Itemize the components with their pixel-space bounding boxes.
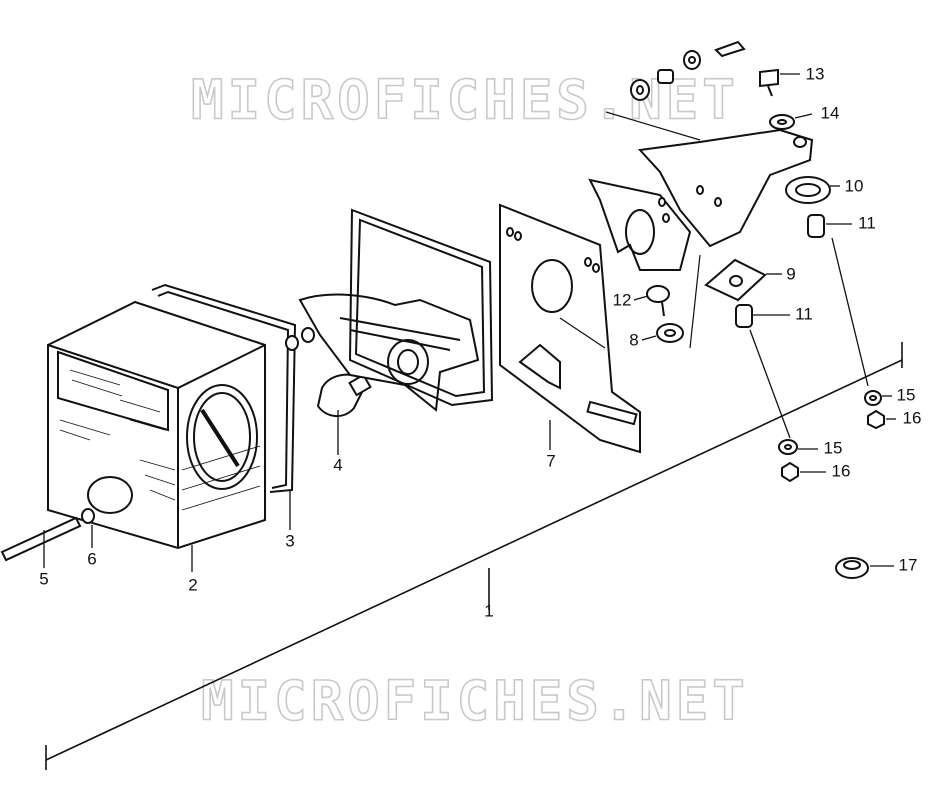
tail-light-lens [47,300,266,550]
label-part-12: 12 [613,290,632,309]
watermark-top: MICROFICHES.NET [191,69,739,132]
label-part-3: 3 [285,531,294,550]
label-part-9: 9 [786,264,795,283]
nuts-and-washers [778,390,885,483]
back-plate [588,178,692,271]
label-part-5: 5 [39,569,48,588]
grommet-17 [835,557,869,579]
socket-assembly [298,293,480,412]
lamp-frame [348,208,494,407]
label-part-10: 10 [845,176,864,195]
label-part-16a: 16 [903,408,922,427]
label-part-15b: 15 [824,438,843,457]
mounting-screw [0,508,95,562]
assembly-guide-lines [559,111,701,349]
label-part-4: 4 [333,455,342,474]
collars [735,214,825,328]
gasket [151,283,297,493]
label-part-2: 2 [188,575,197,594]
label-part-17: 17 [899,555,918,574]
label-part-15a: 15 [897,385,916,404]
top-hardware [630,40,795,130]
leader-lines [43,73,896,572]
small-washers [285,327,315,351]
mounting-bracket [637,128,814,248]
grommet [785,176,831,204]
label-part-14: 14 [821,103,840,122]
label-part-13: 13 [806,64,825,83]
screw-and-washer [646,285,684,343]
watermark-bottom: MICROFICHES.NET [201,670,749,733]
label-part-11b: 11 [795,304,813,323]
mounting-plate [499,203,641,454]
clip-nut [704,258,767,302]
assembly-bracket [45,342,903,770]
label-part-11a: 11 [858,213,876,232]
label-part-7: 7 [546,451,555,470]
label-part-8: 8 [629,330,638,349]
label-part-16b: 16 [832,461,851,480]
bulb [316,373,372,417]
label-part-6: 6 [87,549,96,568]
label-part-1: 1 [484,601,493,620]
